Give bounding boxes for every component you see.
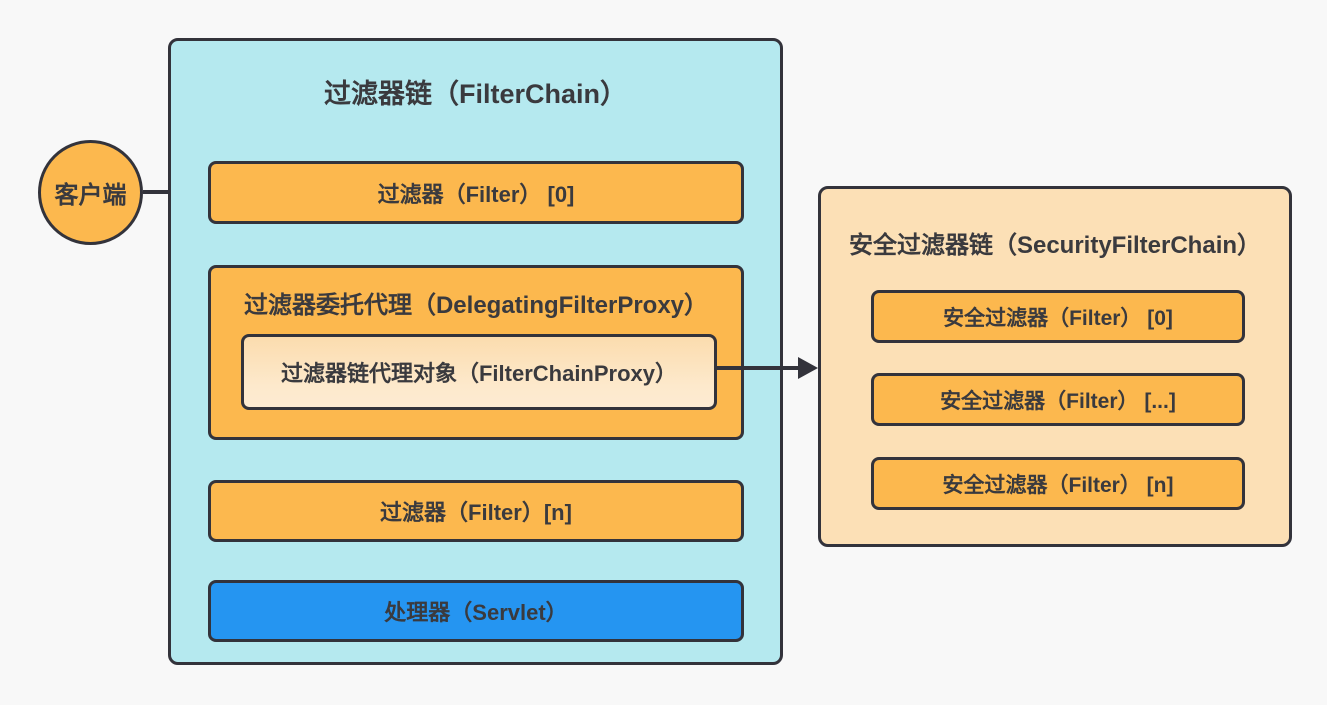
filter-n-node: 过滤器（Filter）[n] bbox=[208, 480, 744, 542]
filter-0-label: 过滤器（Filter） [0] bbox=[377, 181, 575, 207]
client-label: 客户端 bbox=[54, 182, 127, 209]
delegating-filter-proxy-title: 过滤器委托代理（DelegatingFilterProxy） bbox=[243, 292, 709, 319]
proxy-to-securitychain-arrow-head-icon bbox=[798, 357, 818, 379]
filter-0-node: 过滤器（Filter） [0] bbox=[208, 161, 744, 224]
filter-chain-title: 过滤器链（FilterChain） bbox=[323, 79, 627, 109]
security-filter-chain-container: 安全过滤器链（SecurityFilterChain） 安全过滤器（Filter… bbox=[818, 186, 1292, 547]
security-filter-n-label: 安全过滤器（Filter） [n] bbox=[942, 473, 1174, 497]
security-filter-ellipsis-label: 安全过滤器（Filter） [...] bbox=[940, 389, 1176, 413]
servlet-node: 处理器（Servlet） bbox=[208, 580, 744, 642]
client-node: 客户端 bbox=[38, 140, 143, 245]
filter-n-label: 过滤器（Filter）[n] bbox=[380, 500, 572, 525]
security-filter-ellipsis-node: 安全过滤器（Filter） [...] bbox=[871, 373, 1245, 426]
proxy-to-securitychain-arrow-line bbox=[714, 366, 800, 370]
security-filter-0-node: 安全过滤器（Filter） [0] bbox=[871, 290, 1245, 343]
delegating-filter-proxy-node: 过滤器委托代理（DelegatingFilterProxy） 过滤器链代理对象（… bbox=[208, 265, 744, 440]
security-filter-n-node: 安全过滤器（Filter） [n] bbox=[871, 457, 1245, 510]
filter-chain-proxy-node: 过滤器链代理对象（FilterChainProxy） bbox=[241, 334, 717, 410]
security-filter-chain-title: 安全过滤器链（SecurityFilterChain） bbox=[848, 232, 1262, 259]
filter-chain-proxy-label: 过滤器链代理对象（FilterChainProxy） bbox=[280, 361, 678, 386]
security-filter-0-label: 安全过滤器（Filter） [0] bbox=[943, 306, 1173, 330]
servlet-label: 处理器（Servlet） bbox=[384, 600, 568, 625]
